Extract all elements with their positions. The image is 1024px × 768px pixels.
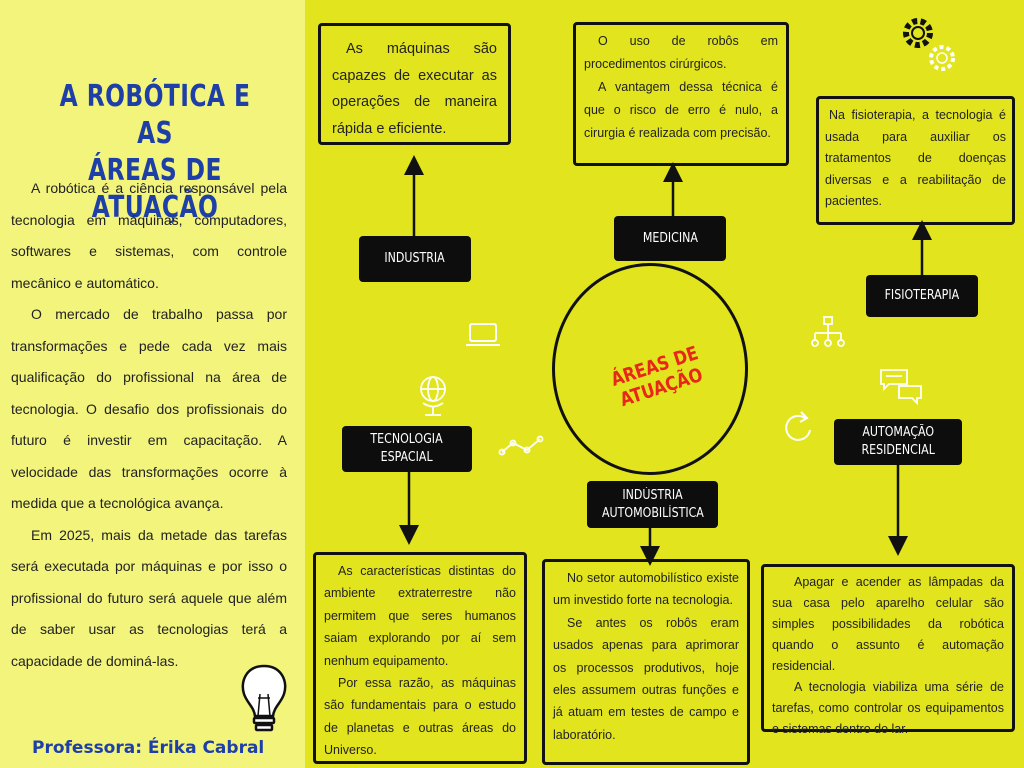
label-tecnologia-espacial: TECNOLOGIA ESPACIAL bbox=[342, 426, 472, 472]
box-fisioterapia: Na fisioterapia, a tecnologia é usada pa… bbox=[816, 96, 1015, 225]
intro-text: A robótica é a ciência responsável pela … bbox=[11, 173, 287, 677]
box-industria: As máquinas são capazes de executar as o… bbox=[318, 23, 511, 145]
intro-paragraph: A robótica é a ciência responsável pela … bbox=[11, 180, 287, 291]
box-automacao-residencial: Apagar e acender as lâmpadas da sua casa… bbox=[761, 564, 1015, 736]
page-title: A ROBÓTICA E AS ÁREAS DE ATUAÇÃO bbox=[59, 79, 251, 225]
teacher-credit: Professora: Érika Cabral bbox=[32, 738, 265, 758]
label-automacao-residencial: AUTOMAÇÃO RESIDENCIAL bbox=[834, 419, 962, 465]
label-industria-automobilistica: INDÚSTRIA AUTOMOBILÍSTICA bbox=[587, 481, 718, 528]
label-medicina: MEDICINA bbox=[614, 216, 726, 261]
intro-paragraph: O mercado de trabalho passa por transfor… bbox=[11, 306, 287, 511]
label-fisioterapia: FISIOTERAPIA bbox=[866, 275, 978, 317]
line-graph-icon bbox=[498, 435, 544, 456]
label-industria: INDUSTRIA bbox=[359, 236, 471, 282]
center-circle bbox=[552, 263, 748, 475]
gear-icon bbox=[903, 18, 955, 71]
refresh-icon bbox=[785, 411, 811, 441]
box-tecnologia-espacial: As características distintas do ambiente… bbox=[313, 552, 527, 764]
intro-paragraph: Em 2025, mais da metade das tarefas será… bbox=[11, 526, 287, 669]
left-panel: A ROBÓTICA E AS ÁREAS DE ATUAÇÃO A robót… bbox=[0, 0, 305, 768]
network-icon bbox=[811, 316, 845, 347]
chat-icon bbox=[880, 369, 922, 406]
laptop-icon bbox=[466, 323, 500, 346]
lightbulb-icon bbox=[241, 664, 287, 732]
globe-icon bbox=[420, 376, 446, 416]
box-medicina: O uso de robôs em procedimentos cirúrgic… bbox=[573, 22, 789, 166]
box-industria-automobilistica: No setor automobilístico existe um inves… bbox=[542, 559, 750, 765]
